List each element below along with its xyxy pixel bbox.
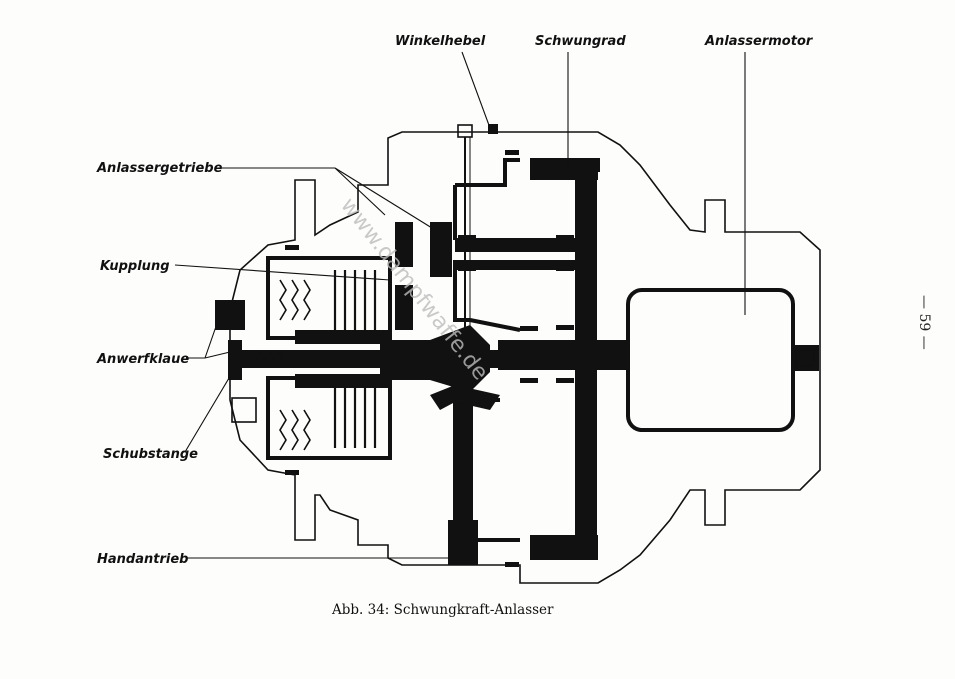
figure-caption: Abb. 34: Schwungkraft-Anlasser bbox=[331, 602, 554, 618]
motor-shaft bbox=[793, 345, 819, 371]
label-winkelhebel: Winkelhebel bbox=[395, 34, 486, 49]
leader-lines bbox=[174, 51, 746, 559]
flywheel bbox=[498, 158, 628, 560]
gear-housing bbox=[395, 158, 575, 565]
label-kupplung: Kupplung bbox=[100, 259, 170, 274]
label-anlassergetriebe: Anlassergetriebe bbox=[96, 161, 223, 176]
label-handantrieb: Handantrieb bbox=[97, 552, 188, 567]
angle-lever bbox=[457, 124, 498, 335]
label-anwerfklaue: Anwerfklaue bbox=[96, 352, 189, 367]
page-number: — 59 — bbox=[916, 295, 932, 350]
motor-bearing bbox=[795, 349, 815, 367]
clutch-assembly bbox=[266, 256, 392, 460]
main-shaft bbox=[232, 325, 502, 392]
starter-motor-body bbox=[626, 288, 795, 432]
label-schwungrad: Schwungrad bbox=[535, 34, 626, 49]
label-anlassermotor: Anlassermotor bbox=[704, 34, 814, 49]
bevel-gear bbox=[430, 385, 500, 410]
housing-outline bbox=[229, 131, 821, 584]
bearing-marks bbox=[285, 150, 574, 567]
label-schubstange: Schubstange bbox=[103, 447, 198, 462]
